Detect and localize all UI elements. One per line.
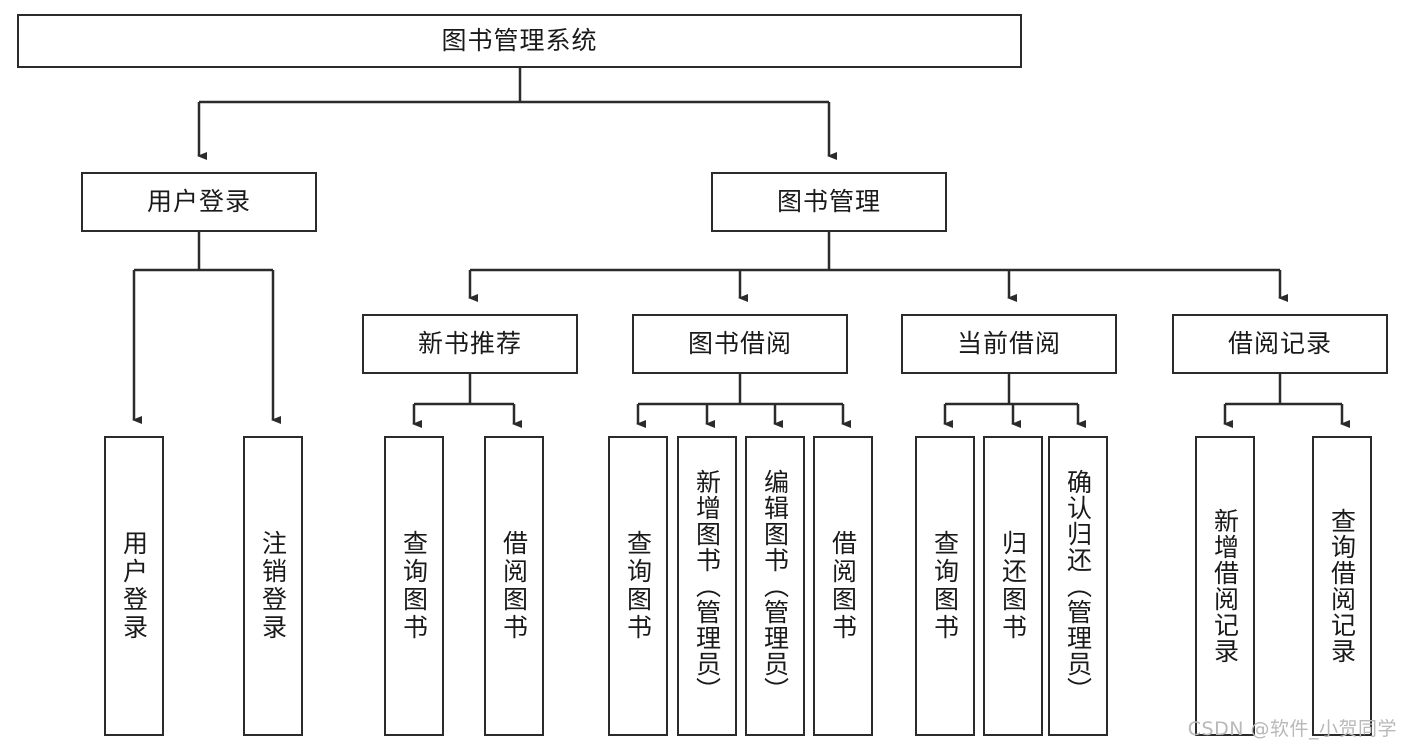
node-root-system-label: 图书管理系统 xyxy=(441,26,598,56)
node-new-book-recommend-label: 新书推荐 xyxy=(417,329,522,359)
leaf-query-book-1[interactable]: 查询图书 xyxy=(384,436,444,736)
leaf-user-login[interactable]: 用户登录 xyxy=(104,436,164,736)
node-book-manage[interactable]: 图书管理 xyxy=(711,172,947,232)
leaf-add-book-admin-label: 新增图书（管理员） xyxy=(692,469,722,703)
leaf-return-book-label: 归还图书 xyxy=(998,530,1028,642)
leaf-query-book-2[interactable]: 查询图书 xyxy=(608,436,668,736)
node-book-borrow-label: 图书借阅 xyxy=(687,329,792,359)
leaf-query-borrow-record[interactable]: 查询借阅记录 xyxy=(1312,436,1372,736)
leaf-borrow-book-1[interactable]: 借阅图书 xyxy=(484,436,544,736)
node-user-login[interactable]: 用户登录 xyxy=(81,172,317,232)
leaf-edit-book-admin-label: 编辑图书（管理员） xyxy=(760,469,790,703)
csdn-watermark: CSDN @软件_小贺同学 xyxy=(1187,718,1397,740)
leaf-query-book-3[interactable]: 查询图书 xyxy=(915,436,975,736)
leaf-borrow-book-2-label: 借阅图书 xyxy=(828,530,858,642)
node-current-borrow[interactable]: 当前借阅 xyxy=(901,314,1117,374)
node-book-borrow[interactable]: 图书借阅 xyxy=(632,314,848,374)
leaf-confirm-return-admin[interactable]: 确认归还（管理员） xyxy=(1048,436,1108,736)
leaf-query-book-3-label: 查询图书 xyxy=(930,530,960,642)
node-borrow-record-label: 借阅记录 xyxy=(1227,329,1332,359)
leaf-query-book-2-label: 查询图书 xyxy=(623,530,653,642)
leaf-add-book-admin[interactable]: 新增图书（管理员） xyxy=(677,436,737,736)
leaf-edit-book-admin[interactable]: 编辑图书（管理员） xyxy=(745,436,805,736)
node-new-book-recommend[interactable]: 新书推荐 xyxy=(362,314,578,374)
leaf-query-borrow-record-label: 查询借阅记录 xyxy=(1327,508,1357,664)
node-root-system[interactable]: 图书管理系统 xyxy=(17,14,1022,68)
leaf-logout-login-label: 注销登录 xyxy=(258,530,288,642)
leaf-logout-login[interactable]: 注销登录 xyxy=(243,436,303,736)
leaf-confirm-return-admin-label: 确认归还（管理员） xyxy=(1063,469,1093,703)
node-book-manage-label: 图书管理 xyxy=(776,187,881,217)
leaf-user-login-label: 用户登录 xyxy=(119,530,149,642)
node-current-borrow-label: 当前借阅 xyxy=(956,329,1061,359)
leaf-return-book[interactable]: 归还图书 xyxy=(983,436,1043,736)
leaf-borrow-book-2[interactable]: 借阅图书 xyxy=(813,436,873,736)
leaf-query-book-1-label: 查询图书 xyxy=(399,530,429,642)
node-borrow-record[interactable]: 借阅记录 xyxy=(1172,314,1388,374)
leaf-add-borrow-record-label: 新增借阅记录 xyxy=(1210,508,1240,664)
leaf-borrow-book-1-label: 借阅图书 xyxy=(499,530,529,642)
node-user-login-label: 用户登录 xyxy=(146,187,251,217)
leaf-add-borrow-record[interactable]: 新增借阅记录 xyxy=(1195,436,1255,736)
